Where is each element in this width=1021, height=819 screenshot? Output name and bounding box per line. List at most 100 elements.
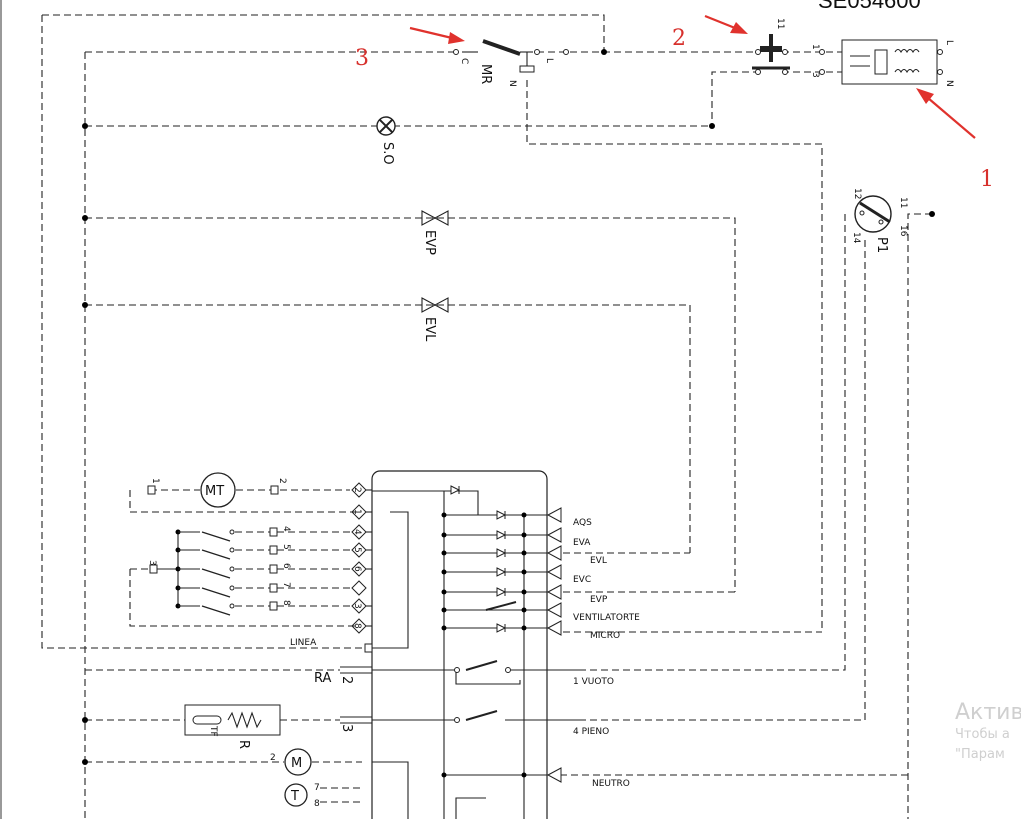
connector-pin: 3	[351, 598, 372, 614]
selector-pin-label: 4	[281, 526, 291, 532]
output-row: MICRO	[441, 620, 620, 641]
mt-term-1: 1	[150, 478, 160, 484]
p1-term-12: 12	[852, 188, 862, 199]
junction-dot	[82, 759, 88, 765]
wire-n-down	[526, 80, 823, 632]
selector-contact: 8	[175, 600, 352, 616]
p1-term-16: 16	[898, 225, 908, 237]
lamp-so: S.O	[376, 116, 396, 165]
mr-term-l: L	[544, 58, 554, 63]
relay-vuoto: 1 VUOTO	[372, 660, 614, 687]
junction-dot	[82, 215, 88, 221]
ra-label: RA	[314, 671, 332, 686]
thermostat-t: T 7 8	[284, 783, 360, 809]
relay-pieno: 4 PIENO	[372, 710, 609, 737]
selector-contact: 7	[175, 582, 352, 598]
connector-pin: 8	[351, 618, 372, 634]
mt-term-2: 2	[277, 478, 287, 484]
annotation-arrow-3: 3	[355, 26, 465, 71]
output-label: AQS	[573, 518, 592, 528]
wire-evl	[85, 304, 691, 553]
switch-lever	[482, 39, 521, 56]
svg-text:2: 2	[352, 487, 362, 493]
neutro-label: NEUTRO	[592, 779, 630, 789]
program-selector: 4 5 6 7 8	[129, 526, 358, 627]
main-switch-mr: C MR L N	[453, 39, 569, 87]
selector-contact: 5	[175, 544, 352, 560]
connector-pin: 4	[351, 524, 372, 540]
connector-pin: 2	[351, 482, 372, 498]
switch-n-contact	[519, 65, 535, 73]
pump-label: M	[291, 756, 302, 771]
annotation-arrow-1: 1	[916, 88, 994, 192]
pressostat-p1: 12 11 14 16 P1	[851, 188, 908, 253]
pump-num: 2	[270, 753, 276, 763]
heater-sub: TF	[208, 725, 218, 737]
mr-term-c: C	[459, 58, 469, 64]
ra-number: 2	[339, 676, 354, 684]
selector-contact: 4	[175, 526, 352, 542]
marker-3: 3	[355, 46, 369, 71]
marker-1: 1	[980, 167, 994, 192]
svg-text:4: 4	[352, 529, 362, 535]
p1-term-11: 11	[898, 197, 908, 208]
selector-pin-label: 8	[281, 600, 291, 606]
junction-dot	[709, 123, 715, 129]
output-label: MICRO	[590, 631, 620, 641]
output-label: EVA	[573, 538, 591, 548]
breaker-component: 11 1 3	[752, 18, 820, 78]
junction-dot	[82, 717, 88, 723]
svg-text:8: 8	[352, 623, 362, 629]
neutro-row: NEUTRO	[441, 767, 630, 819]
junction-dot	[82, 123, 88, 129]
svg-text:3: 3	[352, 603, 362, 609]
mains-filter: L N	[819, 39, 954, 87]
filter-term-n: N	[944, 80, 954, 87]
therm-n2: 8	[314, 799, 320, 809]
output-label: EVP	[590, 595, 608, 605]
windows-activation-watermark: Актив Чтобы а "Парам	[955, 700, 1021, 765]
connector-pin: 6	[351, 561, 372, 577]
selector-pin-label: 5	[281, 544, 291, 550]
selector-pin-label: 6	[281, 563, 291, 569]
valve-evp: EVP	[421, 210, 449, 255]
filter-term-l: L	[944, 40, 954, 45]
output-row: VENTILATORTE	[441, 601, 640, 623]
pump-motor: M 2	[270, 748, 312, 776]
wire-linea-loop	[41, 15, 372, 649]
output-row: EVC	[441, 564, 591, 585]
junction-dot	[929, 211, 935, 217]
breaker-term-3: 3	[810, 72, 820, 78]
wire-right-bus	[907, 213, 932, 819]
wire-top-loop	[42, 14, 605, 52]
wire-p1-vuoto	[580, 214, 846, 671]
selector-contact: 6	[175, 563, 352, 579]
wire-p1-pieno	[580, 240, 866, 721]
heater-r: TF R	[184, 704, 281, 749]
board-trace-pump	[372, 761, 409, 819]
selector-pin-label: 7	[281, 582, 291, 588]
motor-mt: MT 1 2	[129, 472, 358, 513]
svg-text:6: 6	[352, 566, 362, 572]
watermark-line1: Чтобы а	[955, 727, 1010, 742]
marker-2: 2	[672, 26, 686, 51]
control-board	[371, 470, 548, 819]
breaker-term-11: 11	[775, 18, 785, 29]
therm-n1: 7	[314, 783, 320, 793]
valve-evl: EVL	[421, 297, 449, 342]
heater-label: R	[236, 740, 251, 749]
output-row: AQS	[441, 507, 592, 528]
svg-text:5: 5	[352, 547, 362, 553]
therm-label: T	[290, 789, 299, 804]
selector-common: 3	[147, 560, 157, 566]
output-label: VENTILATORTE	[573, 613, 640, 623]
annotation-arrow-2: 2	[672, 14, 748, 51]
linea-label: LINEA	[290, 638, 317, 648]
connector-pin: 5	[351, 542, 372, 558]
p1-label: P1	[874, 237, 889, 253]
breaker-term-1: 1	[810, 44, 820, 50]
evl-label: EVL	[422, 317, 437, 342]
